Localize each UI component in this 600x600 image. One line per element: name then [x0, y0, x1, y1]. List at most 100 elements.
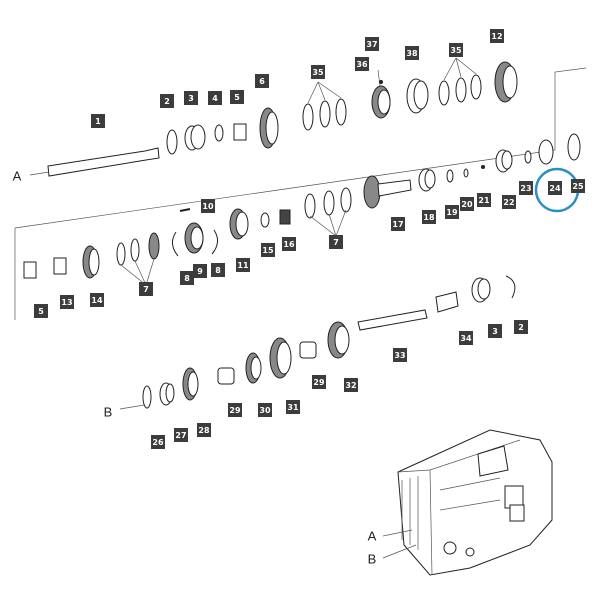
callout-number: 2 — [518, 323, 524, 332]
bearing-27 — [159, 382, 175, 406]
callout-tag: 37 — [365, 37, 379, 51]
callout-number: 5 — [234, 93, 240, 102]
callout-tag: 1 — [91, 114, 105, 128]
rings-35-right — [438, 57, 482, 106]
bearing-22 — [495, 149, 513, 173]
callout-number: 7 — [333, 238, 339, 247]
reference-letter: B — [368, 551, 377, 566]
callout-number: 20 — [461, 200, 473, 209]
bushing-13 — [53, 257, 67, 275]
callout-tag: 20 — [460, 197, 474, 211]
frame-line — [14, 67, 587, 229]
callout-number: 30 — [259, 406, 271, 415]
callout-tag: 30 — [258, 403, 272, 417]
callout-number: 15 — [262, 246, 274, 255]
rings-7-middle — [304, 187, 352, 237]
callout-tag: 4 — [208, 91, 222, 105]
needle-bearing-16 — [279, 209, 291, 225]
callout-tag: 15 — [261, 243, 275, 257]
callout-tag: 8 — [180, 271, 194, 285]
callout-tag: 18 — [422, 210, 436, 224]
ring-8-right — [211, 229, 218, 255]
pin-10 — [179, 208, 191, 212]
callout-number: 6 — [259, 77, 265, 86]
callout-tag: 29 — [312, 375, 326, 389]
callout-number: 3 — [492, 327, 498, 336]
callout-tag: 5 — [230, 90, 244, 104]
spring-37 — [379, 80, 383, 84]
callout-number: 37 — [366, 40, 377, 49]
callout-tag: 3 — [184, 91, 198, 105]
callout-number: 21 — [478, 196, 490, 205]
callout-number: 25 — [572, 182, 584, 191]
callout-tag: 3 — [488, 324, 502, 338]
callout-number: 18 — [423, 213, 435, 222]
synchro-36 — [371, 69, 391, 119]
callout-number: 27 — [175, 431, 186, 440]
snap-ring-2-lower — [505, 275, 516, 299]
reference-letter: A — [368, 528, 377, 543]
callout-number: 4 — [212, 94, 218, 103]
callout-tag: 6 — [255, 74, 269, 88]
callout-tag: 19 — [445, 205, 459, 219]
bearing-18 — [418, 168, 436, 192]
callout-tag: 21 — [477, 193, 491, 207]
callout-number: 17 — [392, 220, 403, 229]
callout-tag: 16 — [282, 237, 296, 251]
synchro-9 — [184, 222, 204, 254]
gear-28 — [182, 367, 199, 401]
callout-number: 12 — [491, 32, 502, 41]
bushing-29-left — [217, 367, 235, 385]
callout-tag: 36 — [355, 57, 369, 71]
callout-number: 32 — [345, 381, 356, 390]
washer-19 — [446, 169, 454, 183]
callout-number: 9 — [197, 267, 203, 276]
callout-number: 23 — [520, 184, 531, 193]
gear-6 — [259, 107, 279, 149]
callout-tag: 28 — [197, 423, 211, 437]
ring-25-part — [567, 133, 581, 161]
callout-number: 7 — [143, 285, 149, 294]
callout-tag: 24 — [548, 181, 562, 195]
ring-24-part — [538, 139, 554, 165]
gear-11 — [229, 208, 249, 240]
callout-number: 29 — [229, 406, 241, 415]
callout-number: 26 — [152, 438, 164, 447]
callout-number: 13 — [61, 298, 72, 307]
callout-tag: 7 — [139, 282, 153, 296]
rings-7-lower — [116, 232, 160, 286]
callout-number: 33 — [394, 351, 405, 360]
gearbox-housing — [382, 429, 553, 576]
shaft-33 — [357, 309, 428, 331]
callout-number: 36 — [356, 60, 368, 69]
ring-8-left — [172, 231, 179, 257]
ring-26 — [142, 385, 152, 409]
ring-23 — [524, 150, 532, 164]
callout-tag: 29 — [228, 403, 242, 417]
callout-tag: 13 — [60, 295, 74, 309]
callout-number: 1 — [95, 117, 101, 126]
callout-tag: 9 — [193, 264, 207, 278]
callout-tag: 31 — [286, 400, 300, 414]
callout-tag: 25 — [571, 179, 585, 193]
callout-number: 22 — [503, 198, 514, 207]
callout-number: 16 — [283, 240, 295, 249]
bushing-29-right — [299, 341, 317, 359]
washer-20 — [463, 168, 469, 178]
callout-number: 34 — [460, 334, 472, 343]
callout-tag: 5 — [34, 304, 48, 318]
callout-number: 19 — [446, 208, 458, 217]
main-shaft — [29, 147, 160, 177]
callout-number: 29 — [313, 378, 325, 387]
callout-tag: 35 — [449, 43, 463, 57]
callout-tag: 2 — [514, 320, 528, 334]
callout-tag: 7 — [329, 235, 343, 249]
bushing-5-left — [23, 261, 37, 279]
callout-tag: 26 — [151, 435, 165, 449]
callout-tag: 22 — [502, 195, 516, 209]
callout-tag: 14 — [90, 293, 104, 307]
callout-number: 35 — [312, 68, 324, 77]
reference-letter: A — [13, 168, 22, 183]
callout-number: 28 — [198, 426, 210, 435]
bearing-3-lower — [471, 277, 491, 303]
